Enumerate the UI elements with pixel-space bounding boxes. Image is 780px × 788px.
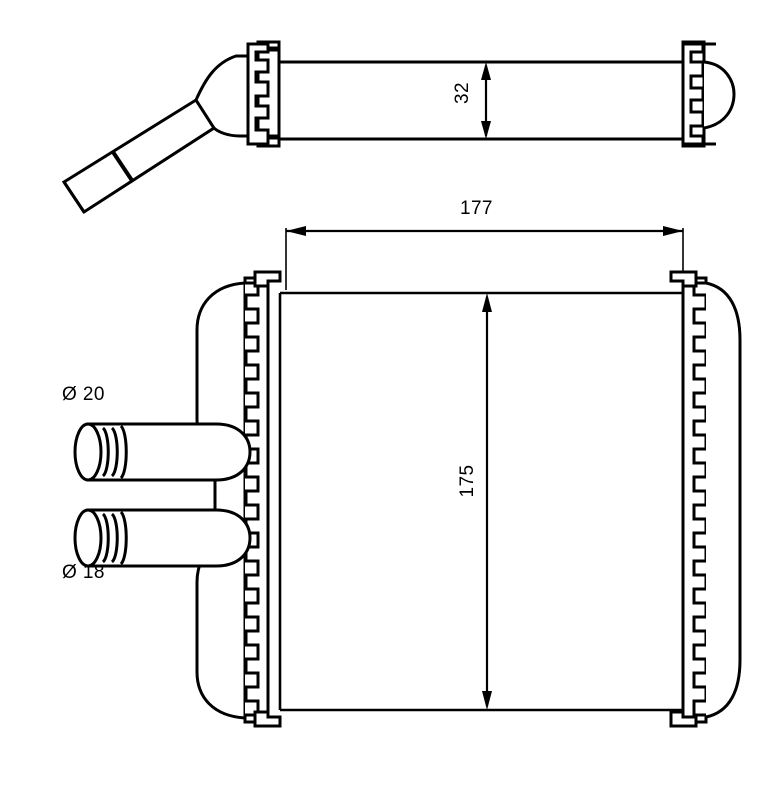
left-tank-toothed-plate (243, 270, 282, 728)
dimension-label-pipe-upper: Ø 20 (62, 384, 105, 405)
top-view-right-endcap (681, 40, 736, 148)
left-tank-profile (195, 281, 246, 720)
right-tank-profile (705, 281, 742, 719)
dimension-label-32: 32 (452, 82, 473, 104)
top-view-group (61, 40, 736, 215)
right-tank-toothed-plate (669, 270, 708, 728)
dimension-label-175: 175 (457, 464, 478, 498)
dimension-label-pipe-lower: Ø 18 (62, 562, 105, 583)
angled-inlet-pipe (61, 54, 260, 215)
dimension-175-line (482, 293, 492, 710)
dimension-label-177: 177 (460, 198, 493, 219)
top-view-left-endcap (246, 40, 281, 148)
core-area (278, 291, 685, 712)
dimension-32-line (481, 62, 491, 139)
front-view-group (73, 270, 742, 728)
lower-inlet-pipe (73, 508, 252, 568)
top-view-body (279, 60, 683, 141)
upper-inlet-pipe (73, 422, 252, 482)
dimension-177-group (285, 226, 684, 290)
